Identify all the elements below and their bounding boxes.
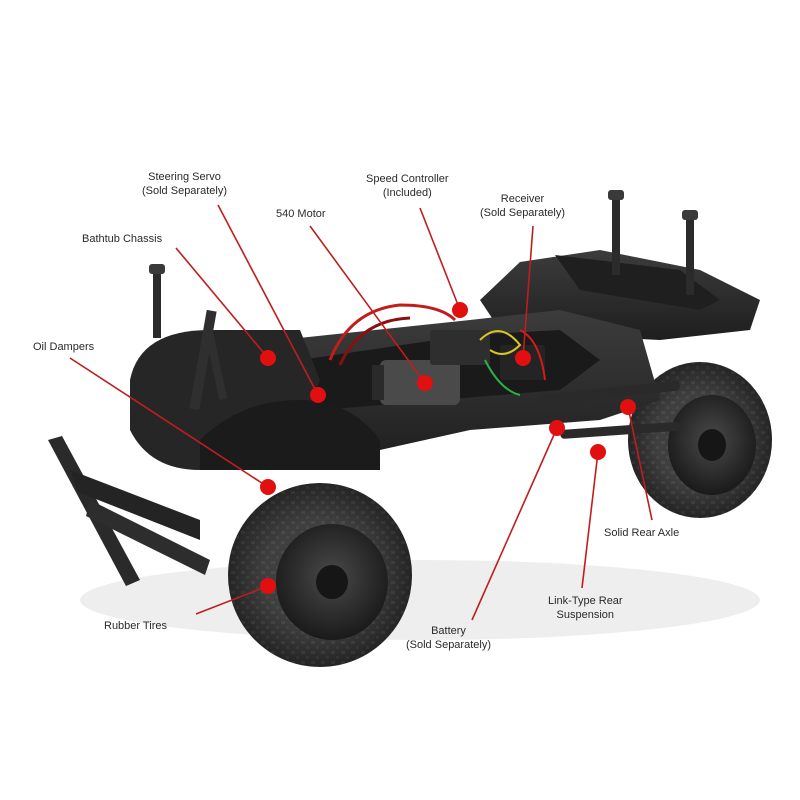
callout-line-solid-rear-axle bbox=[627, 406, 653, 521]
callout-dot-battery bbox=[549, 420, 565, 436]
label-link-type-rear-suspension-line2: Suspension bbox=[556, 609, 615, 621]
label-receiver: Receiver (Sold Separately) bbox=[480, 192, 565, 220]
callout-line-speed-controller bbox=[419, 207, 461, 311]
label-540-motor: 540 Motor bbox=[276, 207, 326, 221]
callout-lines bbox=[69, 204, 653, 621]
label-solid-rear-axle: Solid Rear Axle bbox=[604, 526, 679, 540]
label-steering-servo-line2: (Sold Separately) bbox=[142, 185, 227, 197]
callout-line-receiver bbox=[522, 225, 534, 359]
label-battery-line2: (Sold Separately) bbox=[406, 639, 491, 651]
label-solid-rear-axle-line1: Solid Rear Axle bbox=[604, 527, 680, 539]
label-battery-line1: Battery bbox=[431, 625, 466, 637]
callout-line-540-motor bbox=[309, 225, 426, 384]
label-steering-servo-line1: Steering Servo bbox=[148, 171, 221, 183]
rear-wheel bbox=[628, 362, 772, 518]
callout-dot-oil-dampers bbox=[260, 479, 276, 495]
callout-dot-link-type-rear-suspension bbox=[590, 444, 606, 460]
callout-dot-540-motor bbox=[417, 375, 433, 391]
label-steering-servo: Steering Servo (Sold Separately) bbox=[142, 170, 227, 198]
callout-dot-rubber-tires bbox=[260, 578, 276, 594]
label-battery: Battery (Sold Separately) bbox=[406, 624, 491, 652]
label-540-motor-line1: 540 Motor bbox=[276, 208, 326, 220]
rear-deck bbox=[480, 190, 760, 340]
front-bumper bbox=[48, 436, 210, 586]
label-link-type-rear-suspension: Link-Type Rear Suspension bbox=[548, 594, 623, 622]
label-oil-dampers: Oil Dampers bbox=[33, 340, 94, 354]
callout-line-steering-servo bbox=[217, 204, 319, 396]
callout-line-bathtub-chassis bbox=[175, 247, 269, 359]
front-shock-tower bbox=[149, 264, 228, 411]
label-receiver-line1: Receiver bbox=[500, 193, 545, 205]
label-speed-controller-line2: (Included) bbox=[382, 187, 432, 199]
callout-dots bbox=[260, 302, 636, 594]
label-bathtub-chassis-line1: Bathtub Chassis bbox=[82, 233, 163, 245]
callout-dot-bathtub-chassis bbox=[260, 350, 276, 366]
callout-dot-steering-servo bbox=[310, 387, 326, 403]
label-speed-controller-line1: Speed Controller bbox=[366, 173, 449, 185]
label-bathtub-chassis: Bathtub Chassis bbox=[82, 232, 162, 246]
front-fender bbox=[130, 330, 380, 470]
callout-line-battery bbox=[471, 427, 558, 621]
label-rubber-tires-line1: Rubber Tires bbox=[104, 620, 167, 632]
label-oil-dampers-line1: Oil Dampers bbox=[33, 341, 95, 353]
callout-line-oil-dampers bbox=[69, 357, 269, 488]
callout-dot-receiver bbox=[515, 350, 531, 366]
callout-line-link-type-rear-suspension bbox=[581, 451, 599, 589]
label-link-type-rear-suspension-line1: Link-Type Rear bbox=[548, 595, 623, 607]
label-speed-controller: Speed Controller (Included) bbox=[366, 172, 449, 200]
label-receiver-line2: (Sold Separately) bbox=[480, 207, 565, 219]
front-wheel bbox=[228, 483, 412, 667]
callout-line-rubber-tires bbox=[195, 585, 269, 615]
callout-dot-speed-controller bbox=[452, 302, 468, 318]
label-rubber-tires: Rubber Tires bbox=[104, 619, 167, 633]
callout-dot-solid-rear-axle bbox=[620, 399, 636, 415]
